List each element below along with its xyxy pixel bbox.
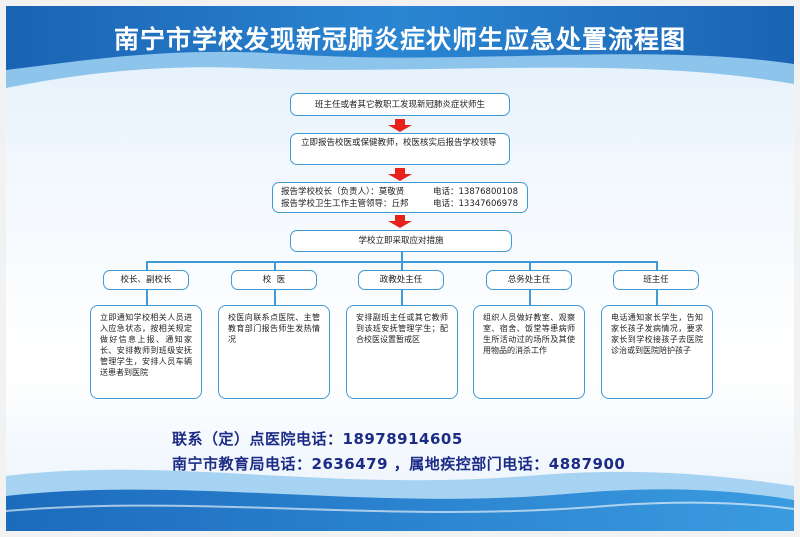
step-measures: 学校立即采取应对措施 [290, 230, 512, 252]
dept-header-doctor: 校 医 [231, 270, 317, 290]
poster: 南宁市学校发现新冠肺炎症状师生应急处置流程图 班主任或者其它教职工发现新冠肺炎症… [6, 6, 794, 531]
connector-trunk [401, 252, 403, 261]
poster-title: 南宁市学校发现新冠肺炎症状师生应急处置流程图 [113, 25, 686, 54]
contact-education-cdc: 南宁市教育局电话：2636479 ，属地疾控部门电话：4887900 [172, 455, 626, 473]
dept-desc-political: 安排副班主任或其它教师到该班安抚管理学生；配合校医设置暂戒区 [346, 305, 458, 399]
health-leader-phone: 电话：13347606978 [433, 199, 518, 209]
background-waves [6, 6, 794, 531]
dept-desc-class-teacher: 电话通知家长学生，告知家长孩子发病情况，要求家长到学校接孩子去医院诊治或到医院陪… [601, 305, 713, 399]
connector-dept [656, 290, 658, 305]
contact-hospital: 联系（定）点医院电话：18978914605 [172, 430, 463, 448]
connector-dept [274, 290, 276, 305]
dept-header-text: 政教处主任 [379, 275, 423, 285]
dept-header-general-affairs: 总务处主任 [486, 270, 572, 290]
connector-branch [656, 261, 658, 270]
bottom-white-streak [6, 501, 794, 513]
health-leader-label: 报告学校卫生工作主管领导：丘邦 [281, 199, 409, 209]
dept-header-text: 总务处主任 [507, 275, 551, 285]
dept-header-text: 校 医 [262, 275, 286, 285]
step-report-leaders: 报告学校校长（负责人）：莫敬贤 电话：13876800108 报告学校卫生工作主管… [272, 182, 528, 213]
dept-header-principal: 校长、副校长 [103, 270, 189, 290]
principal-phone: 电话：13876800108 [433, 187, 518, 197]
connector-branch [401, 261, 403, 270]
connector-dept [529, 290, 531, 305]
connector-branch [146, 261, 148, 270]
step-report-doctor: 立即报告校医或保健教师，校医核实后报告学校领导 [290, 133, 510, 165]
connector-dept [146, 290, 148, 305]
connector-branch [274, 261, 276, 270]
connector-branch [529, 261, 531, 270]
connector-dept [401, 290, 403, 305]
principal-label: 报告学校校长（负责人）：莫敬贤 [281, 187, 405, 197]
dept-header-text: 班主任 [643, 275, 669, 285]
dept-header-text: 校长、副校长 [120, 275, 172, 285]
step-discover: 班主任或者其它教职工发现新冠肺炎症状师生 [290, 93, 510, 116]
step-discover-text: 班主任或者其它教职工发现新冠肺炎症状师生 [314, 99, 485, 110]
dept-header-class-teacher: 班主任 [613, 270, 699, 290]
dept-desc-principal: 立即通知学校相关人员进入应急状态，按相关规定做好信息上报、通知家长、安排教师到班… [90, 305, 202, 399]
step-report-doctor-text: 立即报告校医或保健教师，校医核实后报告学校领导 [301, 138, 497, 148]
top-banner-wave [6, 6, 794, 70]
dept-desc-general-affairs: 组织人员做好教室、观察室、宿舍、饭堂等患病师生所活动过的场所及其使用物品的消杀工… [473, 305, 585, 399]
step-measures-text: 学校立即采取应对措施 [358, 236, 444, 246]
bottom-wave [6, 489, 794, 531]
dept-header-political: 政教处主任 [358, 270, 444, 290]
dept-desc-doctor: 校医向联系点医院、主管教育部门报告师生发热情况 [218, 305, 330, 399]
